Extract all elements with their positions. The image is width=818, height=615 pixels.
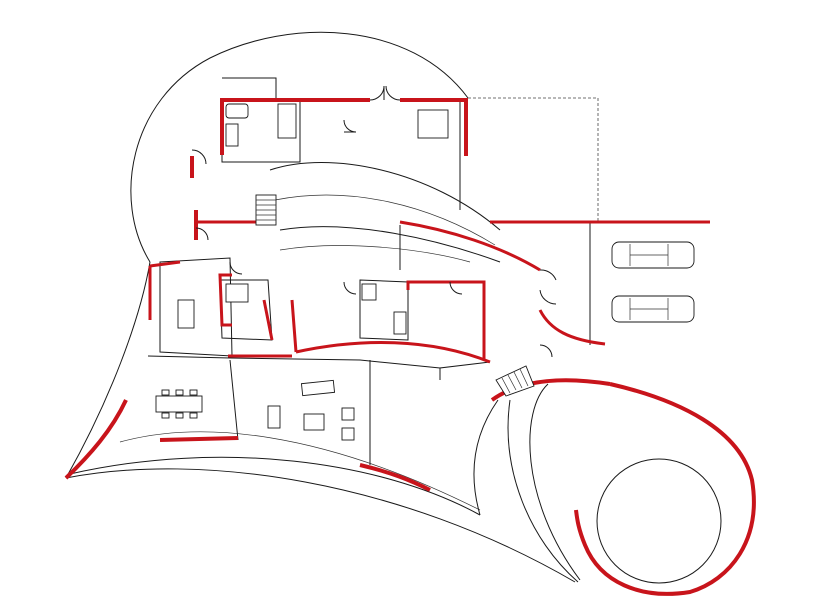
bath-tub-north	[225, 103, 249, 119]
coffee-table	[303, 413, 325, 431]
garden-circle-arc	[130, 31, 469, 263]
bed-north	[417, 109, 449, 139]
north-entry-bay	[222, 77, 277, 100]
vanity-north	[225, 123, 239, 147]
sofa-living	[300, 379, 336, 397]
central-wing-curve-mid2	[279, 245, 471, 263]
dining-chairs	[161, 389, 198, 419]
ensuite-outline	[359, 279, 409, 341]
car-lower-detail	[629, 298, 669, 320]
central-wing-curve-mid	[274, 194, 496, 246]
bath-fixture-center	[225, 283, 249, 303]
west-hull-line	[65, 261, 151, 479]
wall-east-swing	[538, 309, 606, 346]
central-wing-curve-upper	[269, 162, 501, 231]
door-hall	[195, 227, 209, 241]
door-north-entry-2	[385, 85, 401, 101]
car-lower	[611, 295, 695, 323]
chair	[175, 389, 184, 396]
wall-bath-east	[262, 299, 274, 341]
south-room-curve	[119, 431, 481, 511]
armchair-right-1	[341, 407, 355, 421]
door-carport-2	[539, 289, 557, 305]
turning-circle	[596, 458, 722, 584]
wall-central-lower	[228, 299, 298, 358]
cars	[611, 241, 695, 323]
door-west-bay	[191, 149, 207, 165]
wall-ensuite	[406, 280, 486, 360]
staircases	[255, 194, 535, 397]
carport-outline	[468, 97, 599, 222]
wall-bath-frame	[218, 273, 232, 327]
wall-south-east	[359, 463, 431, 492]
door-north-entry	[369, 85, 385, 101]
door-north-room	[343, 119, 357, 133]
stair-north-treads	[256, 199, 276, 221]
entry-arc-outer	[473, 399, 499, 516]
driveway-outer-arc	[507, 399, 579, 583]
wall-south-middle	[159, 436, 239, 442]
wall-south-west-edge	[64, 399, 128, 480]
stair-south-frame	[495, 365, 535, 397]
wall-central-arc	[399, 220, 541, 272]
wall-driveway-spiral	[574, 382, 756, 596]
dining-table	[155, 395, 203, 413]
stair-landing-north	[277, 103, 297, 139]
wall-north-block	[220, 98, 468, 156]
ensuite-shower	[393, 311, 407, 335]
chair	[161, 412, 170, 419]
door-east-swing	[539, 344, 553, 358]
furniture	[155, 103, 449, 441]
ensuite-basin	[361, 283, 377, 301]
red-walls	[64, 98, 756, 596]
south-wing-north-wall	[147, 355, 441, 369]
stair-south-treads	[501, 368, 529, 394]
door-kitchen	[229, 261, 243, 275]
stair-north	[255, 194, 277, 226]
door-bedroom	[449, 281, 463, 295]
wall-central-south-curve	[295, 341, 491, 364]
stair-south	[495, 365, 535, 397]
door-carport	[539, 269, 557, 281]
chair	[161, 389, 170, 396]
armchair-right-2	[341, 427, 355, 441]
driveway-inner-arc	[529, 383, 581, 581]
south-pod-outline	[439, 361, 491, 380]
south-terrace-edge	[65, 468, 576, 583]
partition-dining-living	[229, 359, 239, 441]
wall-north-west	[190, 156, 198, 240]
south-inner-edge	[69, 456, 481, 516]
outline-linework	[65, 31, 722, 584]
chair	[175, 412, 184, 419]
car-upper-detail	[629, 244, 669, 266]
kitchen-island	[177, 299, 195, 329]
car-upper	[611, 241, 695, 269]
door-ensuite	[343, 281, 357, 295]
chair	[189, 389, 198, 396]
chair	[189, 412, 198, 419]
doors	[191, 85, 557, 358]
wall-entry-arc	[490, 378, 611, 402]
central-wing-curve-lower	[279, 226, 501, 263]
wall-kitchen-north	[149, 260, 181, 268]
armchair-left	[267, 405, 281, 429]
